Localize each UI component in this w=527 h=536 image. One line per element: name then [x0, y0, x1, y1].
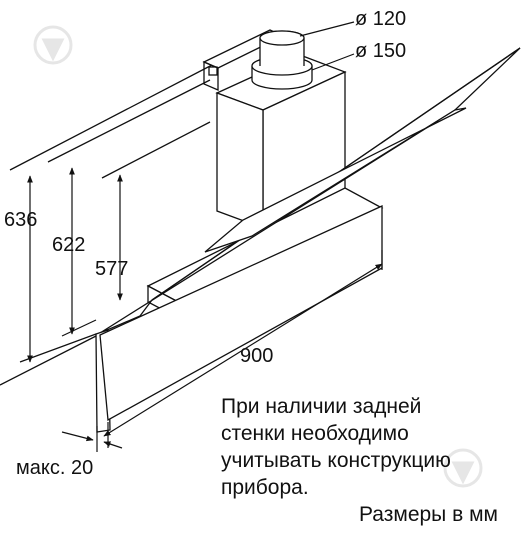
- note-line: прибора.: [221, 476, 309, 499]
- wall-outline: [0, 64, 213, 386]
- exhaust-duct: [251, 30, 313, 90]
- wall-gap-label: макс. 20: [16, 457, 93, 479]
- height-mid-label: 622: [52, 234, 85, 256]
- duct-large-label: ø 150: [355, 40, 406, 62]
- width-dimension: [103, 250, 383, 437]
- note-line: стенки необходимо: [221, 422, 409, 445]
- diameter-leaders: [299, 21, 355, 71]
- installation-note: При наличии задней стенки необходимо учи…: [221, 393, 521, 501]
- units-caption: Размеры в мм: [359, 503, 498, 526]
- note-line: При наличии задней: [221, 395, 422, 418]
- height-total-label: 636: [4, 209, 37, 231]
- watermark-icon: [33, 25, 483, 488]
- duct-small-label: ø 120: [355, 8, 406, 30]
- wall-gap-dimension: [61, 422, 123, 452]
- note-line: учитывать конструкцию: [221, 449, 451, 472]
- height-low-label: 577: [95, 258, 128, 280]
- width-label: 900: [240, 345, 273, 367]
